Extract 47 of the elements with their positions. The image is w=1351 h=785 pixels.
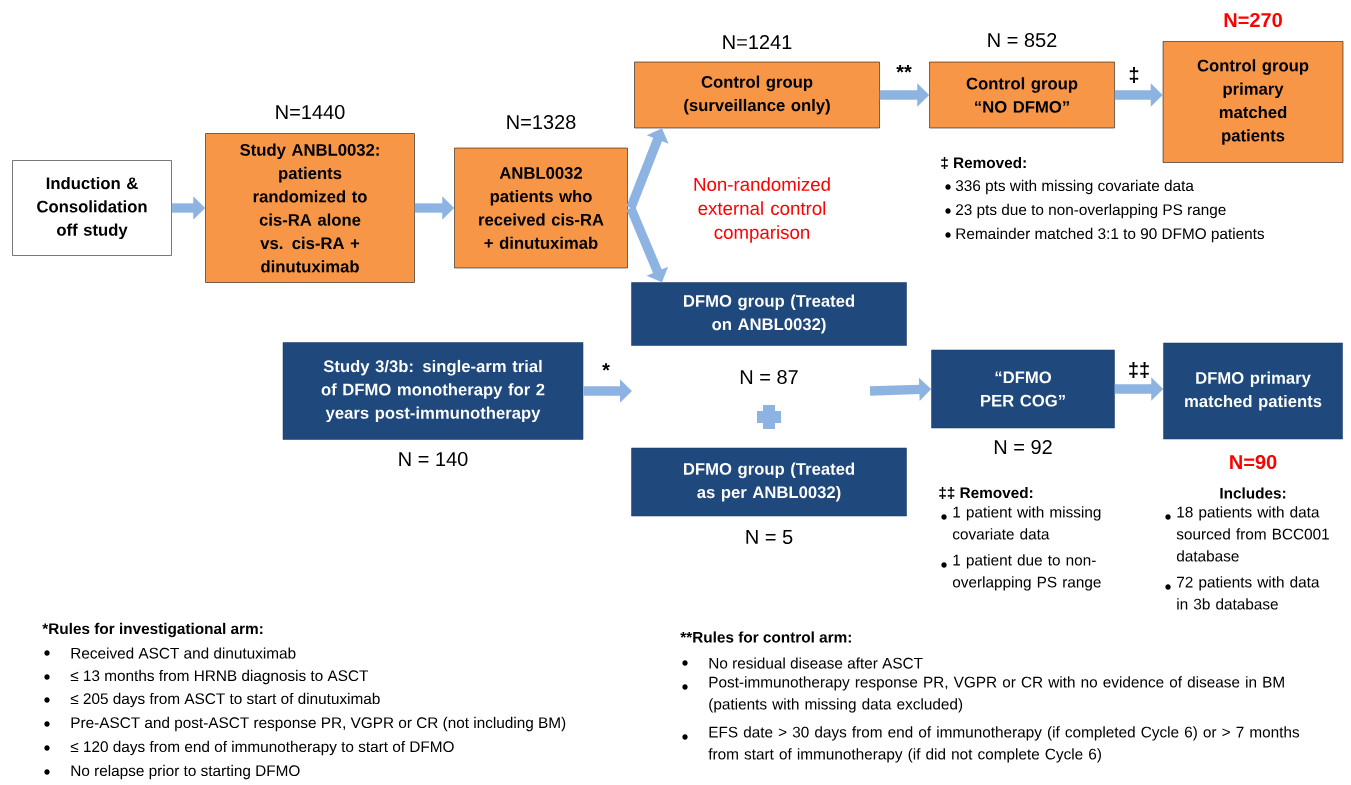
process-box: DFMO group (Treated as per ANBL0032) [631, 447, 907, 517]
note-heading: ‡ Removed: [941, 156, 1026, 170]
process-box: ANBL0032 patients who received cis-RA + dinutuximab [454, 147, 628, 269]
count-label: N=270 [1224, 12, 1282, 28]
edge-label: ‡ [1129, 67, 1139, 83]
process-box: Control group primary matched patients [1162, 41, 1344, 163]
process-box: Study ANBL0032: patients randomized to cis-RA alone vs. cis-RA + dinutuximab [205, 133, 415, 283]
note-text: ≤ 205 days from ASCT to start of dinutuximab [70, 692, 380, 708]
note-text: Post-immunotherapy response PR, VGPR or CR with no evidence of disease in BM (patients with missing data excluded) [709, 676, 1284, 713]
process-box: Induction & Consolidation off study [12, 160, 172, 256]
count-label: N=1241 [723, 35, 792, 49]
note-text: Pre-ASCT and post-ASCT response PR, VGPR or CR (not including BM) [71, 716, 566, 732]
note-text: 336 pts with missing covariate data [955, 179, 1194, 195]
process-box: DFMO group (Treated on ANBL0032) [631, 282, 907, 346]
note-text: Remainder matched 3:1 to 90 DFMO patients [956, 227, 1265, 243]
annotation-text: Non-randomized external control comparison [694, 177, 830, 243]
note-text: ≤ 13 months from HRNB diagnosis to ASCT [70, 669, 368, 685]
note-text: No relapse prior to starting DFMO [71, 764, 300, 780]
note-heading: **Rules for control arm: [680, 631, 851, 643]
note-text: Received ASCT and dinutuximab [71, 647, 296, 659]
note-heading: ‡‡ Removed: [939, 486, 1033, 500]
note-text: EFS date > 30 days from end of immunotherapy (if completed Cycle 6) or > 7 months from start of immunotherapy (if did not complete Cycle 6) [708, 726, 1300, 763]
edge-label: ** [896, 65, 912, 73]
note-heading: Includes: [1220, 487, 1286, 499]
count-label: N = 852 [988, 32, 1057, 48]
process-box: Control group “NO DFMO” [929, 61, 1115, 129]
process-box: “DFMO PER COG” [931, 349, 1115, 429]
note-text: 1 patient due to non-overlapping PS range [952, 554, 1101, 591]
count-label: N=1440 [276, 104, 345, 120]
process-box: Control group (surveillance only) [634, 61, 880, 129]
note-text: 23 pts due to non-overlapping PS range [956, 203, 1226, 219]
note-text: 18 patients with data sourced from BCC001 database [1176, 506, 1329, 562]
process-box: DFMO primary matched patients [1163, 342, 1343, 440]
process-box: Study 3/3b: single-arm trial of DFMO monotherapy for 2 years post-immunotherapy [282, 342, 584, 440]
note-text: 1 patient with missing covariate data [952, 506, 1101, 540]
note-text: 72 patients with data in 3b database [1177, 576, 1320, 610]
note-heading: *Rules for investigational arm: [42, 622, 263, 638]
count-label: N=1328 [507, 114, 576, 130]
count-label: N = 87 [740, 369, 798, 385]
count-label: N = 92 [994, 439, 1052, 455]
note-text: ≤ 120 days from end of immunotherapy to start of DFMO [70, 740, 454, 756]
count-label: N = 140 [399, 451, 468, 467]
edge-label: ‡‡ [1129, 362, 1149, 378]
note-text: No residual disease after ASCT [709, 657, 923, 669]
edge-label: * [602, 363, 610, 371]
count-label: N = 5 [746, 530, 793, 544]
count-label: N=90 [1230, 454, 1277, 470]
